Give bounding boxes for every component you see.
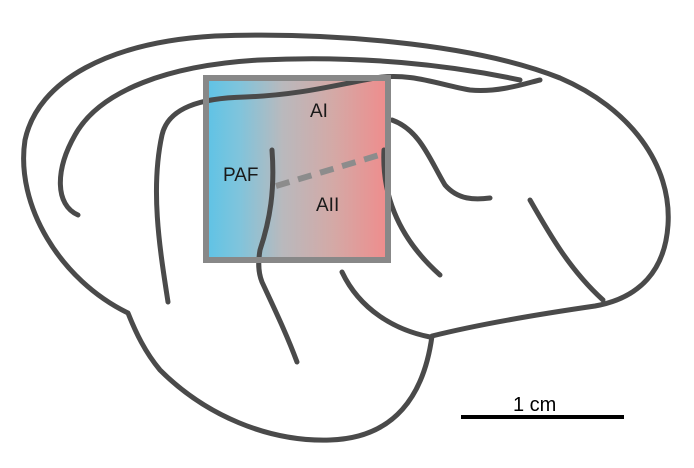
- brain-outline: [21, 32, 671, 443]
- temporal-sulcus-far-right: [527, 197, 606, 303]
- paf-boundary-sulcus: [256, 147, 300, 365]
- lateral-sulcus-descending: [381, 147, 443, 278]
- scale-bar-label: 1 cm: [513, 394, 556, 416]
- inferior-temporal-sulcus: [339, 269, 433, 340]
- lateral-sulcus-right: [389, 117, 493, 202]
- superior-arcuate-sulcus: [57, 56, 523, 218]
- label-ai: AI: [310, 101, 328, 122]
- label-paf: PAF: [223, 165, 259, 186]
- label-aii: AII: [316, 195, 339, 216]
- auditory-region-fill: [206, 78, 388, 260]
- sylvian-upper-sulcus: [153, 73, 543, 305]
- ai-aii-boundary: [275, 150, 387, 189]
- auditory-region-frame: [203, 75, 391, 263]
